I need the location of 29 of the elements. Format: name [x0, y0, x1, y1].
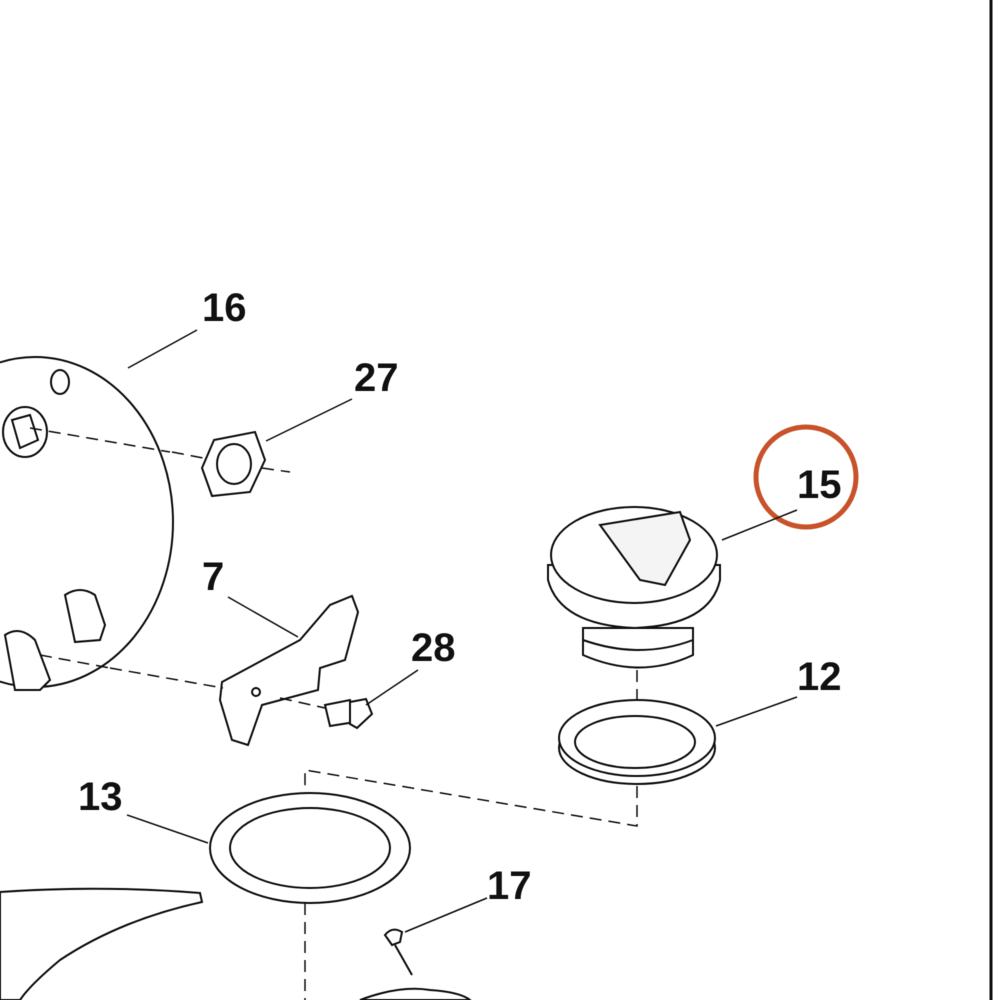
- callout-number: 27: [354, 358, 398, 398]
- center-line: [304, 769, 638, 827]
- leader-line: [266, 398, 352, 442]
- part-drawing: [209, 792, 411, 904]
- part-drawing: [0, 356, 174, 691]
- part-drawing: [384, 928, 413, 976]
- leader-line: [404, 897, 488, 933]
- center-line: [110, 667, 224, 689]
- leader-line: [366, 669, 418, 706]
- leader-line: [722, 509, 798, 541]
- leader-line: [126, 814, 208, 844]
- part-drawing: [547, 506, 721, 668]
- callout-number: 15: [797, 465, 842, 505]
- center-line: [280, 697, 326, 709]
- part-drawing: [558, 699, 716, 785]
- part-drawing: [200, 430, 266, 498]
- callout-number: 13: [78, 777, 122, 817]
- callout-number: 16: [202, 288, 246, 328]
- leader-line: [228, 596, 298, 638]
- callout-number: 28: [411, 628, 456, 668]
- leader-line: [716, 696, 798, 727]
- center-line: [172, 451, 204, 459]
- callout-number: 17: [487, 866, 532, 906]
- part-drawing: [218, 594, 360, 746]
- center-line: [636, 670, 638, 700]
- part-drawing: [324, 698, 374, 730]
- callout-number: 12: [797, 657, 842, 697]
- callout-number: 7: [202, 557, 224, 597]
- leader-line: [128, 329, 198, 369]
